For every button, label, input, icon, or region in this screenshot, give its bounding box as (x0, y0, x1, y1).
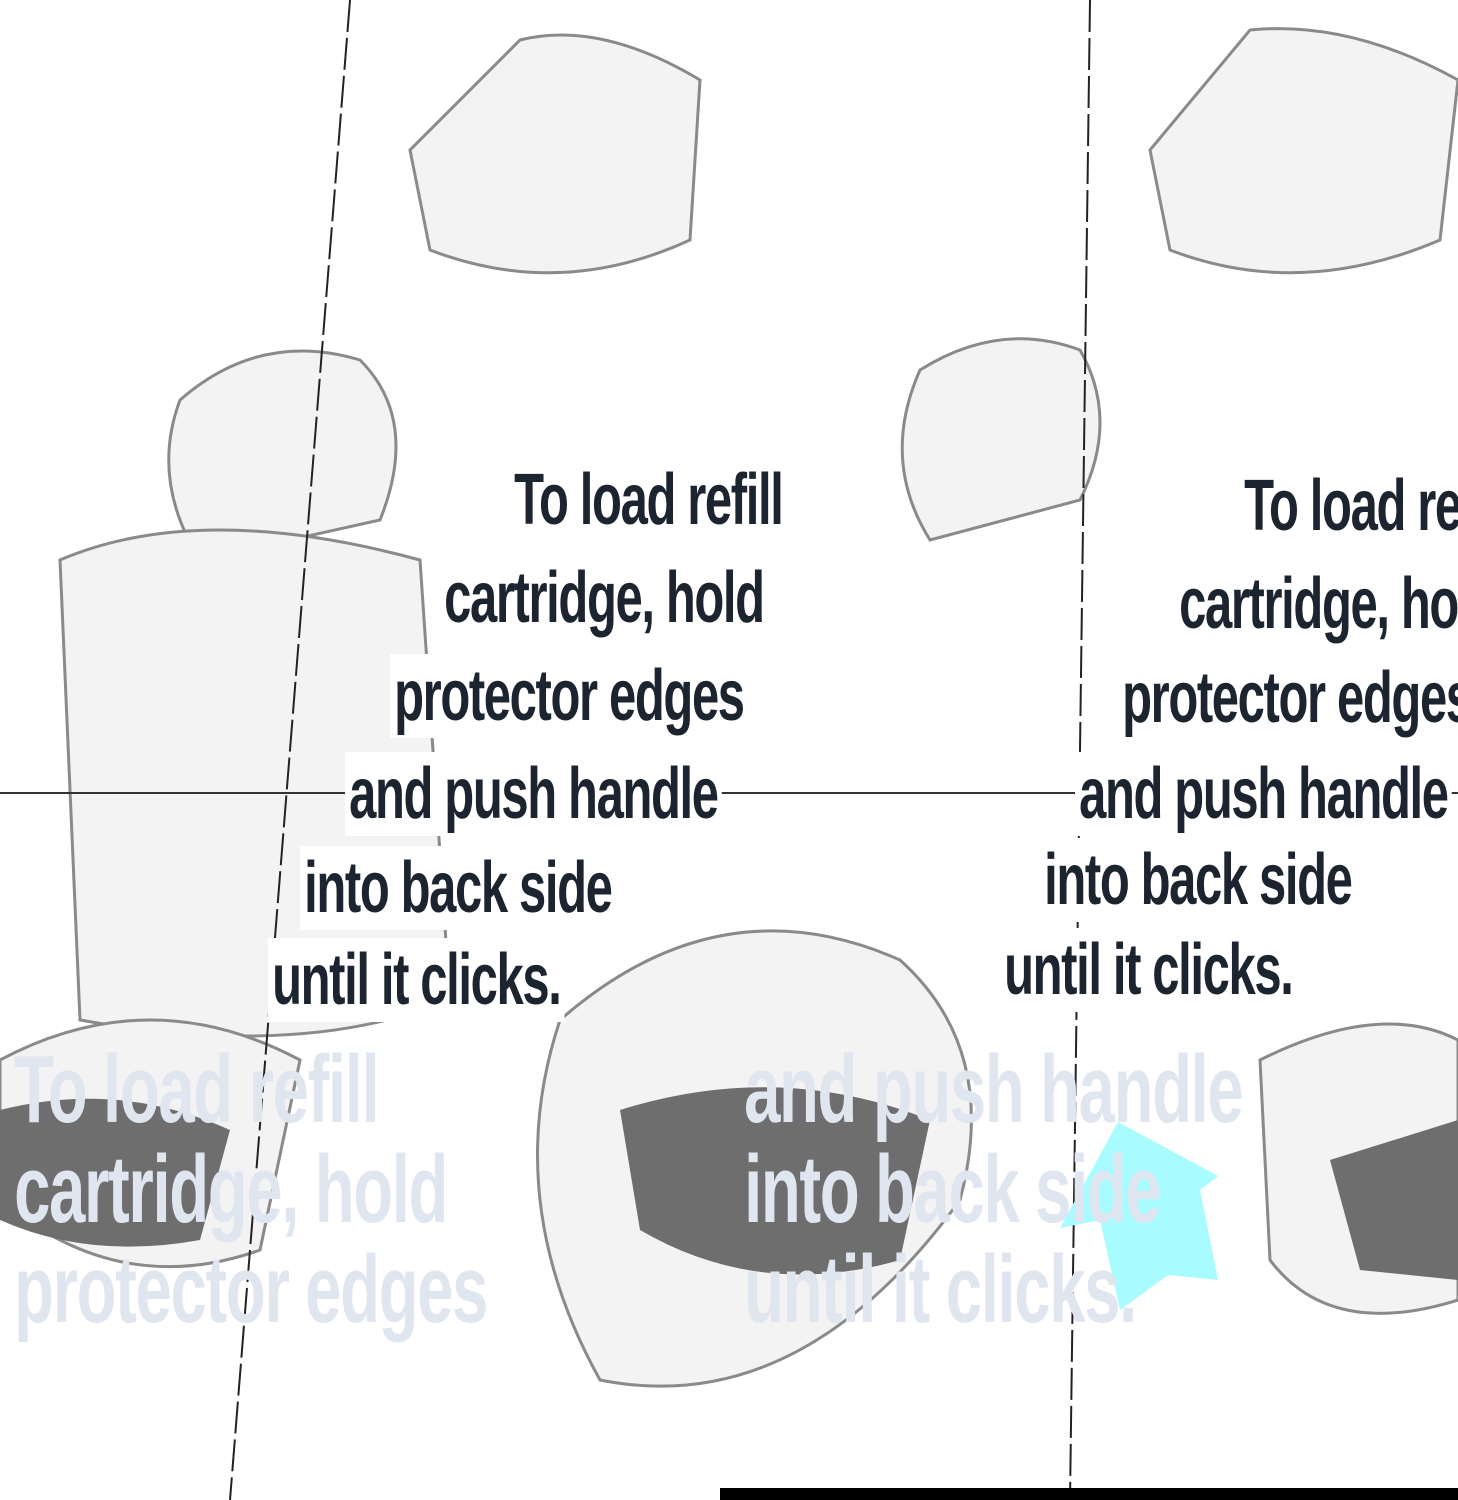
instruction-line: into back side (300, 846, 616, 930)
finger-right (900, 337, 1102, 542)
instruction-line: cartridge, hold (1175, 562, 1458, 646)
cartridge-rim-right (620, 1087, 930, 1275)
cartridge-rim-far-right (1330, 1120, 1458, 1280)
instruction-line: protector edges (1118, 656, 1458, 740)
ghost-line: cartridge, hold (14, 1136, 448, 1243)
ghost-line: and push handle (744, 1036, 1244, 1143)
ghost-line: until it clicks. (744, 1236, 1137, 1343)
hand-left (408, 33, 702, 275)
guide-line (229, 0, 351, 1500)
instruction-line: until it clicks. (1000, 928, 1297, 1012)
instruction-line: into back side (1040, 838, 1356, 922)
instruction-line: protector edges (390, 654, 748, 738)
ghost-line: protector edges (14, 1236, 488, 1343)
arrow-up-icon (1060, 1122, 1218, 1310)
instruction-line: To load refill (1240, 464, 1458, 548)
hand-right (1148, 27, 1458, 275)
ghost-line: To load refill (14, 1036, 380, 1143)
cartridge-rim-left (0, 1098, 230, 1247)
finger-left (167, 349, 398, 562)
instruction-line: until it clicks. (268, 938, 565, 1022)
instruction-line: and push handle (345, 752, 722, 836)
instruction-line: and push handle (1075, 752, 1452, 836)
instruction-line: To load refill (510, 458, 787, 542)
bottom-black-bar (720, 1488, 1458, 1500)
instruction-line: cartridge, hold (440, 556, 768, 640)
ghost-line: into back side (744, 1136, 1162, 1243)
guide-line (1069, 0, 1091, 1500)
